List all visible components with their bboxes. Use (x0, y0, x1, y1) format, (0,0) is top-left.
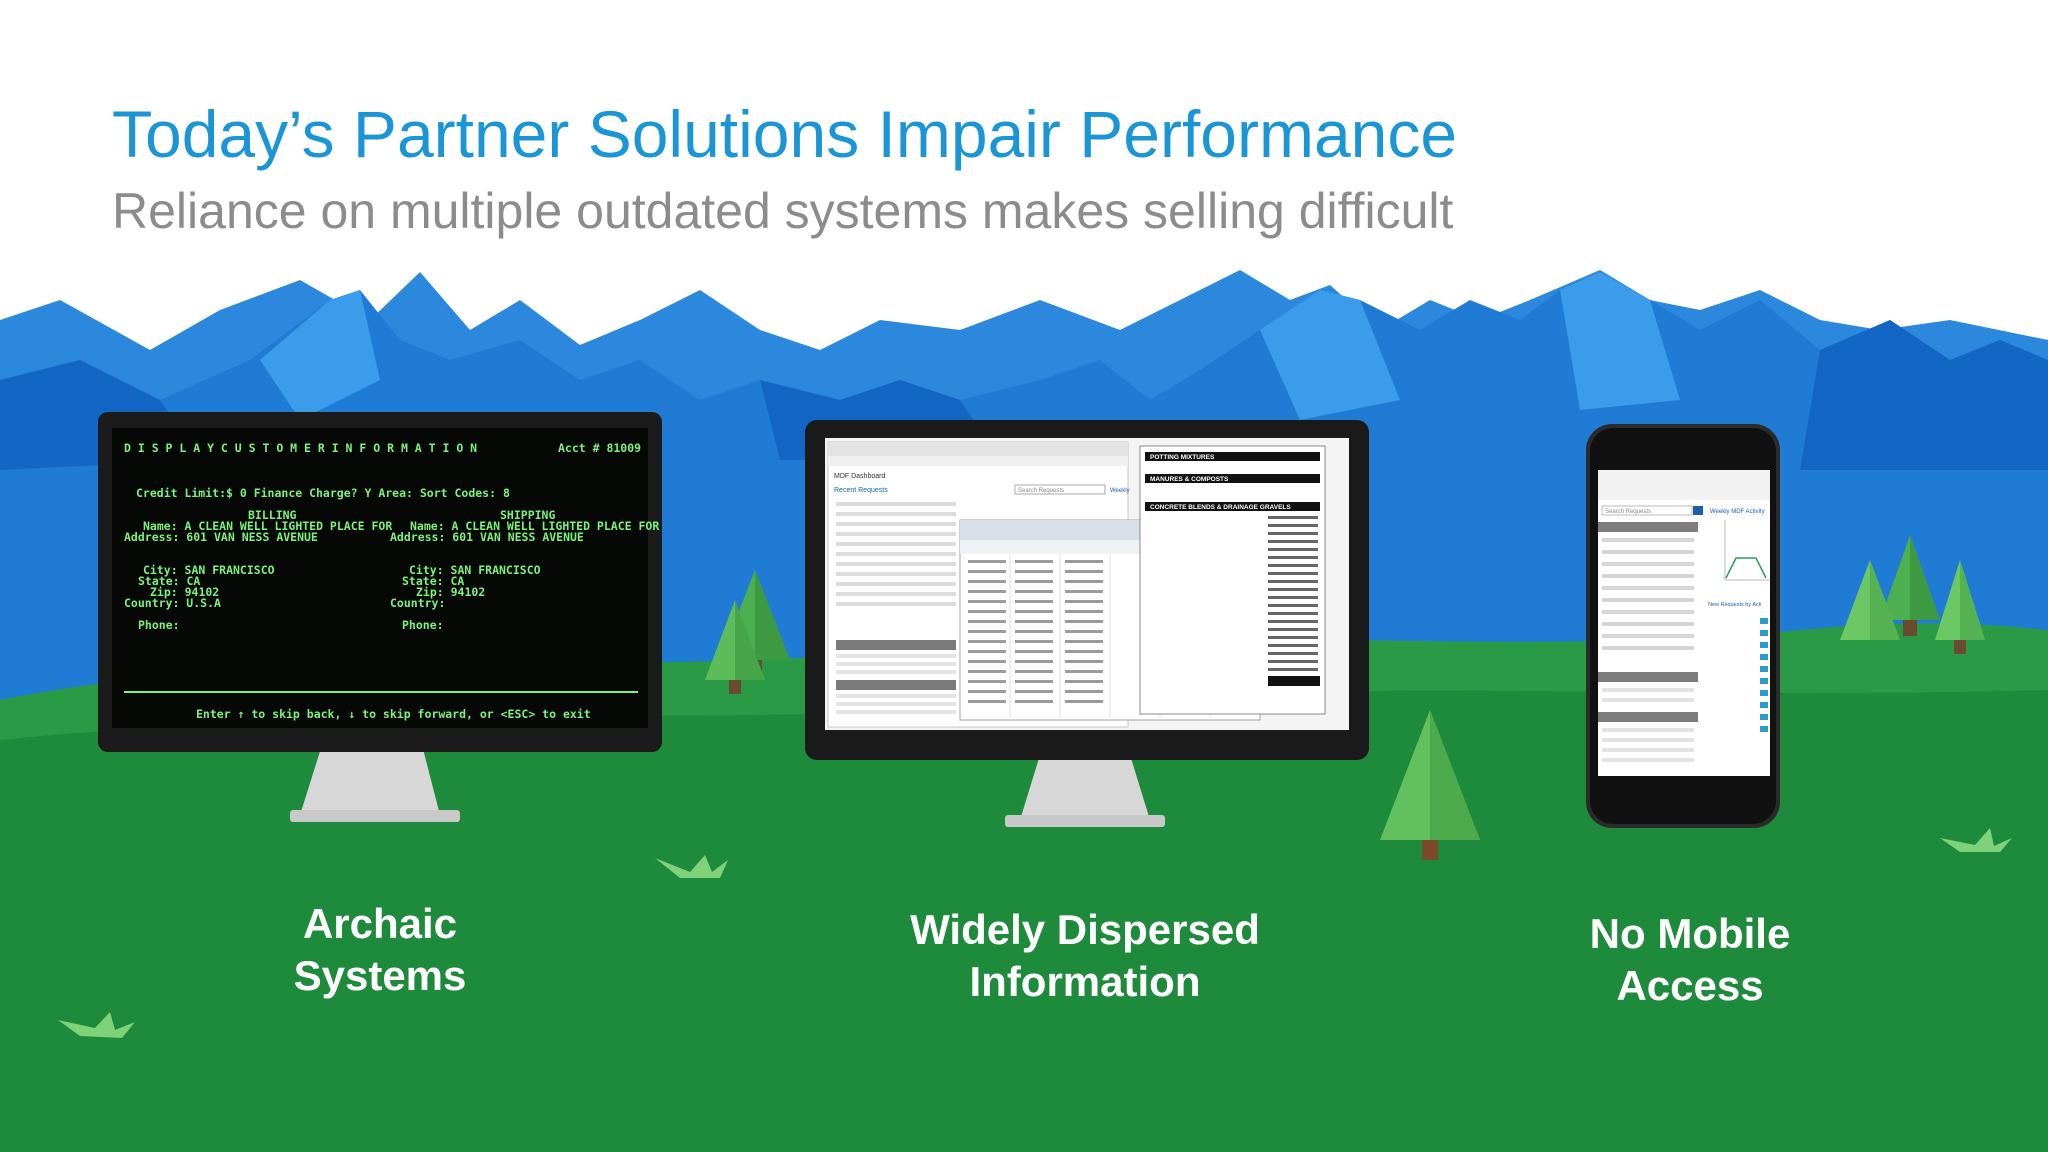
shipping-address: Address: 601 VAN NESS AVENUE (390, 530, 584, 544)
mountain-shadow-3 (1800, 320, 2048, 470)
phone-bar-list (1760, 618, 1768, 732)
caption-line: Information (969, 958, 1201, 1005)
caption-line: No Mobile (1589, 910, 1791, 957)
tree-right-1 (1880, 535, 1940, 636)
terminal-monitor: D I S P L A Y C U S T O M E R I N F O R … (98, 412, 662, 822)
grass-tuft-1 (655, 855, 728, 878)
slide-subtitle: Reliance on multiple outdated systems ma… (112, 183, 1454, 239)
mobile-phone: Search Requests Weekly MDF Activity New … (1586, 424, 1780, 828)
concrete-blends-label: CONCRETE BLENDS & DRAINAGE GRAVELS (1150, 504, 1291, 511)
billing-city: City: SAN FRANCISCO (143, 563, 275, 577)
billing-state: State: CA (138, 574, 200, 588)
terminal-screen (112, 428, 648, 728)
shipping-state: State: CA (402, 574, 464, 588)
phone-search-placeholder: Search Requests (1605, 509, 1651, 515)
caption-archaic-systems: Archaic Systems (240, 898, 520, 1002)
recent-requests-label: Recent Requests (834, 487, 888, 494)
desktop-monitor: MDF Dashboard Recent Requests Search Req… (805, 420, 1369, 827)
slide-title: Today’s Partner Solutions Impair Perform… (112, 97, 1458, 171)
caption-line: Systems (293, 952, 467, 999)
shipping-country: Country: (390, 596, 445, 610)
caption-line: Access (1616, 962, 1764, 1009)
terminal-acct: Acct # 81009 (558, 441, 641, 455)
mountain-highlight-3 (1560, 272, 1680, 410)
mountain-highlight-2 (1260, 290, 1400, 420)
phone-list-rows (1602, 538, 1694, 650)
potting-mixtures-label: POTTING MIXTURES (1150, 454, 1215, 461)
shipping-phone: Phone: (402, 618, 444, 632)
terminal-header: D I S P L A Y C U S T O M E R I N F O R … (124, 441, 477, 455)
terminal-row1: Credit Limit:$ 0 Finance Charge? Y Area:… (136, 486, 510, 500)
desktop-search-placeholder: Search Requests (1018, 488, 1064, 494)
shipping-label: SHIPPING (500, 508, 555, 522)
tree-right-2 (1840, 560, 1900, 640)
phone-new-requests-label: New Requests by Acti (1708, 602, 1762, 608)
request-table (836, 502, 956, 606)
billing-country: Country: U.S.A (124, 596, 221, 610)
caption-no-mobile-access: No Mobile Access (1530, 908, 1850, 1012)
phone-chart-title: Weekly MDF Activity (1710, 509, 1765, 515)
phone-mini-chart (1724, 520, 1770, 581)
caption-line: Archaic (302, 900, 458, 947)
manures-composts-label: MANURES & COMPOSTS (1150, 476, 1229, 483)
tree-left-2 (705, 600, 765, 694)
shipping-name: Name: A CLEAN WELL LIGHTED PLACE FOR (410, 519, 659, 533)
grass-tuft-3 (1940, 828, 2012, 852)
tree-center (1380, 710, 1480, 860)
mountain-highlight-1 (260, 290, 380, 420)
monitor-stand-left (300, 745, 440, 815)
billing-address: Address: 601 VAN NESS AVENUE (124, 530, 318, 544)
price-list-rows (1268, 516, 1318, 671)
shipping-city: City: SAN FRANCISCO (409, 563, 541, 577)
billing-name: Name: A CLEAN WELL LIGHTED PLACE FOR (143, 519, 392, 533)
grass-tuft-2 (58, 1012, 135, 1038)
dashboard-title: MDF Dashboard (834, 473, 885, 480)
tree-right-3 (1935, 560, 1985, 654)
shipping-zip: Zip: 94102 (416, 585, 485, 599)
billing-zip: Zip: 94102 (150, 585, 219, 599)
weekly-label: Weekly (1110, 488, 1130, 494)
hill-front (0, 690, 2048, 1152)
caption-widely-dispersed-information: Widely Dispersed Information (880, 904, 1290, 1008)
summary-rows (836, 654, 956, 714)
caption-line: Widely Dispersed (910, 906, 1260, 953)
terminal-footer: Enter ↑ to skip back, ↓ to skip forward,… (196, 707, 591, 721)
phone-summary-rows (1602, 688, 1694, 762)
billing-phone: Phone: (138, 618, 180, 632)
billing-label: BILLING (248, 508, 297, 522)
spreadsheet-text (968, 560, 1103, 703)
monitor-stand-center (1020, 755, 1150, 820)
